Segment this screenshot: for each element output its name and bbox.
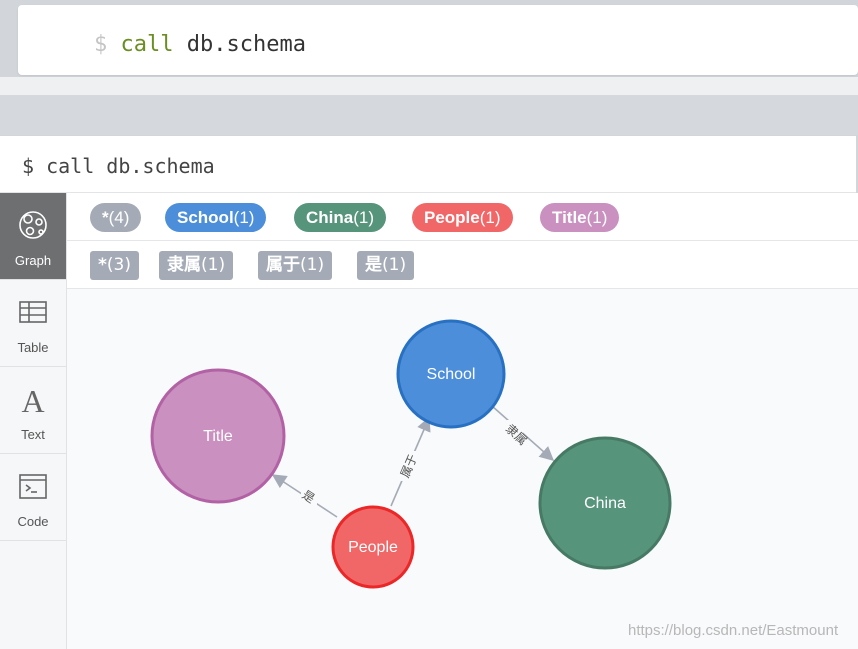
rel-tag-name: 隶属 <box>167 255 201 275</box>
rel-tag-name: 属于 <box>266 255 300 275</box>
rel-tag-lishu[interactable]: 隶属(1) <box>159 251 234 280</box>
rel-tag-all[interactable]: *(3) <box>90 251 139 280</box>
editor-keyword: call <box>120 32 174 57</box>
editor-prompt: $ <box>94 32 108 57</box>
graph-canvas[interactable]: 是 属于 隶属 Title School China People <box>67 289 858 649</box>
label-pill-name: * <box>102 208 109 227</box>
rel-tag-shi[interactable]: 是(1) <box>357 251 415 280</box>
label-pill-china[interactable]: China(1) <box>294 203 387 232</box>
relationship-shuyu[interactable]: 属于 <box>390 416 431 507</box>
node-people[interactable]: People <box>331 505 415 589</box>
sidebar-item-text[interactable]: A Text <box>0 367 66 454</box>
rel-tag-count: (3) <box>106 255 131 275</box>
label-pill-count: (4) <box>108 208 130 227</box>
rel-tag-name: * <box>98 255 107 275</box>
sidebar-item-graph[interactable]: Graph <box>0 193 66 280</box>
view-sidebar: Graph Table A Text Code <box>0 193 67 649</box>
watermark: https://blog.csdn.net/Eastmount <box>628 622 839 639</box>
graph-result-panel: *(4) School(1) China(1) People(1) Title(… <box>67 193 858 649</box>
node-label: China <box>584 495 626 512</box>
sidebar-item-label: Code <box>17 514 49 529</box>
relationship-shi[interactable]: 是 <box>271 474 338 518</box>
node-title[interactable]: Title <box>150 368 286 504</box>
editor-bottom-band <box>0 77 858 95</box>
label-pill-name: Title <box>552 208 587 227</box>
frame-command[interactable]: $ call db.schema <box>22 154 215 178</box>
rel-tag-shuyu[interactable]: 属于(1) <box>258 251 333 280</box>
sidebar-item-label: Text <box>21 427 45 442</box>
rel-tag-count: (1) <box>201 255 226 275</box>
sidebar-item-label: Graph <box>14 253 52 268</box>
label-pill-name: China <box>306 208 354 227</box>
sidebar-item-table[interactable]: Table <box>0 280 66 367</box>
sidebar-item-label: Table <box>17 340 49 355</box>
text-icon: A <box>21 383 44 415</box>
label-pill-count: (1) <box>479 208 501 227</box>
rel-tag-name: 是 <box>365 255 382 275</box>
label-pill-school[interactable]: School(1) <box>165 203 267 232</box>
result-frame-header: $ call db.schema <box>0 136 856 193</box>
node-label: School <box>427 366 476 383</box>
stream-divider <box>0 95 858 135</box>
rel-tag-count: (1) <box>382 255 407 275</box>
node-label: Title <box>203 428 233 445</box>
relationship-label: 隶属 <box>503 422 530 448</box>
label-pill-name: People <box>424 208 480 227</box>
node-school[interactable]: School <box>396 319 506 429</box>
rel-tag-count: (1) <box>300 255 325 275</box>
label-pill-people[interactable]: People(1) <box>412 203 513 232</box>
label-pill-count: (1) <box>233 208 255 227</box>
code-icon <box>19 474 47 499</box>
editor-command: db.schema <box>186 32 306 57</box>
label-pill-title[interactable]: Title(1) <box>540 203 620 232</box>
relationship-types-legend: *(3) 隶属(1) 属于(1) 是(1) <box>67 241 858 289</box>
label-pill-name: School <box>177 208 234 227</box>
node-label: People <box>348 539 398 556</box>
query-editor[interactable]: $ call db.schema <box>18 5 858 75</box>
editor-query-line[interactable]: $ call db.schema <box>94 32 306 57</box>
sidebar-item-code[interactable]: Code <box>0 454 66 541</box>
graph-icon <box>19 211 47 239</box>
table-icon <box>19 301 47 323</box>
label-pill-count: (1) <box>353 208 375 227</box>
node-labels-legend: *(4) School(1) China(1) People(1) Title(… <box>67 193 858 241</box>
relationship-lishu[interactable]: 隶属 <box>491 405 555 461</box>
svg-text:A: A <box>21 383 44 415</box>
node-china[interactable]: China <box>538 436 672 570</box>
label-pill-all[interactable]: *(4) <box>90 203 142 232</box>
label-pill-count: (1) <box>586 208 608 227</box>
